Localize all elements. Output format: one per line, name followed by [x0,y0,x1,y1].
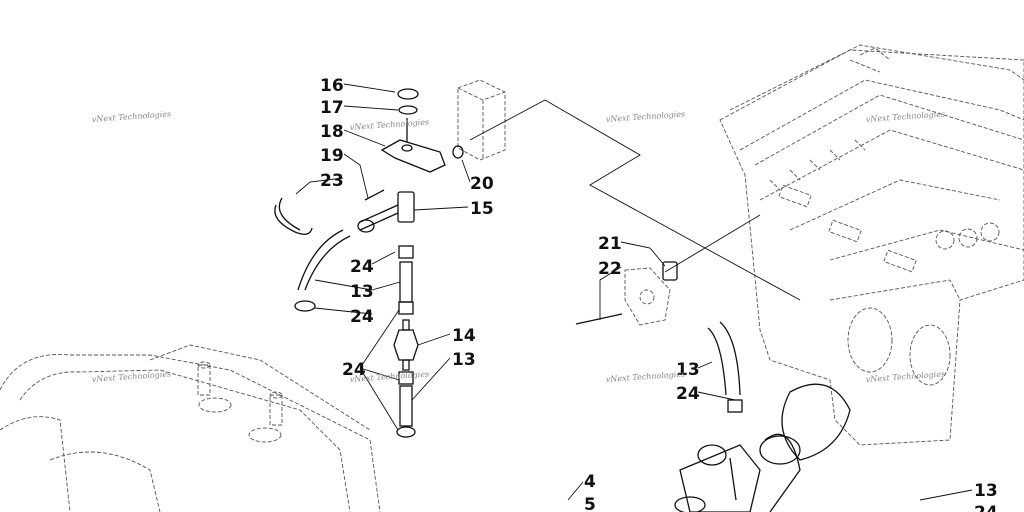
part-15-valve [397,191,415,223]
callout-24-e: 24 [974,503,998,512]
callout-labels: 16 17 18 19 23 20 15 24 13 24 14 24 13 2… [320,76,998,512]
watermark: vNext Technologies [92,109,172,124]
filter-housing-outline [457,79,671,326]
watermark: vNext Technologies [866,369,946,384]
fuel-valve-assembly [274,88,464,438]
part-14-filter [393,329,419,361]
part-20-grommet [452,145,464,159]
callout-13-c: 13 [676,360,700,380]
hose-13-right [707,321,741,396]
hose-13-lower [399,385,413,427]
callout-23: 23 [320,171,344,191]
routing-line-upper [469,99,801,301]
callout-5: 5 [584,495,596,512]
part-18-bracket [380,139,446,173]
routing-line-lower [664,214,761,273]
leader-lines [295,83,973,501]
watermark: vNext Technologies [350,117,430,132]
callout-20: 20 [470,174,494,194]
intake-boot [781,383,851,461]
hose-13-left [297,229,351,291]
callout-15: 15 [470,199,494,219]
watermarks: vNext Technologies vNext Technologies vN… [92,109,946,384]
carburetor-assembly [674,383,851,512]
watermark: vNext Technologies [606,369,686,384]
callout-17: 17 [320,98,344,118]
part-19-screw [364,189,385,201]
callout-13-b: 13 [452,350,476,370]
airbox-assembly-outline [719,44,1024,446]
hose-13-upper [399,261,413,303]
part-22-screw [575,313,623,325]
part-16-cap [397,88,419,100]
callout-13-d: 13 [974,481,998,501]
callout-22: 22 [598,259,622,279]
callout-21: 21 [598,234,622,254]
fuel-pump-mount [575,261,743,413]
callout-24-b: 24 [350,307,374,327]
callout-18: 18 [320,122,344,142]
watermark: vNext Technologies [866,109,946,124]
callout-16: 16 [320,76,344,96]
fuel-tank-outline [0,344,381,512]
watermark: vNext Technologies [606,109,686,124]
callout-24-a: 24 [350,257,374,277]
callout-4: 4 [584,472,596,492]
carburetor-body [679,444,761,512]
callout-19: 19 [320,146,344,166]
callout-24-d: 24 [676,384,700,404]
part-23-clip [274,204,313,235]
callout-14: 14 [452,326,476,346]
callout-24-c: 24 [342,360,366,380]
part-17-washer [398,105,418,115]
callout-13-a: 13 [350,282,374,302]
part-21-spacer [662,261,678,281]
